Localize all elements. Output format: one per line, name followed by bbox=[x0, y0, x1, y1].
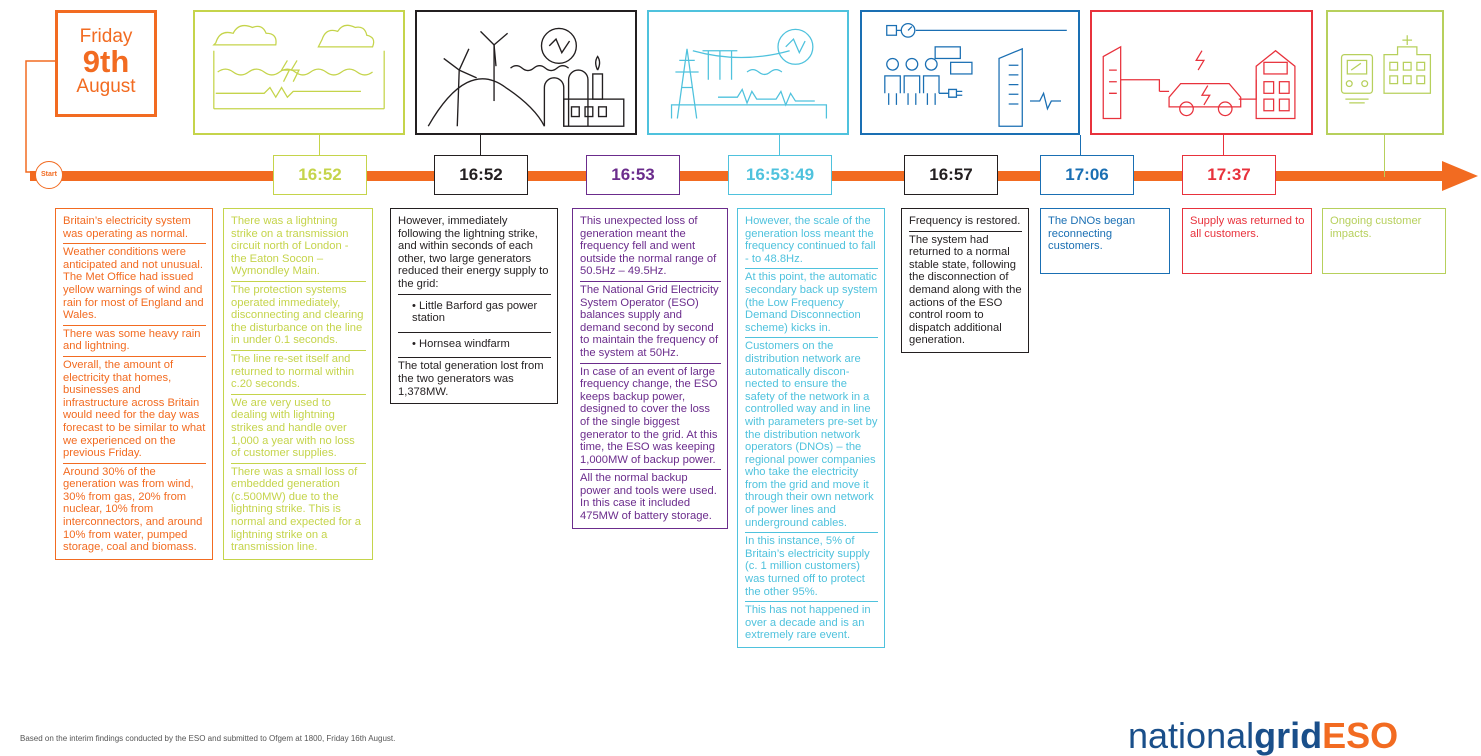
date-card: Friday 9th August bbox=[55, 10, 157, 117]
train-hospital-icon bbox=[1340, 35, 1432, 104]
storm-lightning-icon bbox=[212, 24, 385, 110]
col1-para: We are very used to dealing with lightni… bbox=[231, 395, 366, 464]
col6-para: The DNOs began reconnecting customers. bbox=[1048, 215, 1136, 253]
col7-para: Supply was returned to all customers. bbox=[1190, 215, 1305, 240]
col5-para: The system had returned to a normal stab… bbox=[909, 233, 1022, 347]
connector-green bbox=[1384, 135, 1385, 177]
start-marker: Start bbox=[35, 161, 63, 189]
column-lightning-strike: There was a lightning strike on a transm… bbox=[223, 208, 373, 560]
col1-para: There was a lightning strike on a transm… bbox=[231, 213, 366, 282]
col2-outro: The total generation lost from the two g… bbox=[398, 360, 544, 398]
time-badge-5: 16:57 bbox=[904, 155, 998, 195]
col3-para: In case of an event of large frequency c… bbox=[580, 364, 721, 471]
col4-para: This has not happened in over a decade a… bbox=[745, 604, 871, 642]
pylons-frequency-icon bbox=[670, 28, 828, 119]
col4-para: Customers on the distribution network ar… bbox=[745, 338, 878, 534]
col5-para: Frequency is restored. bbox=[909, 213, 1022, 232]
column-demand-disconnection: However, the scale of the generation los… bbox=[737, 208, 885, 648]
electric-car-house-icon bbox=[1102, 45, 1296, 120]
column-reconnecting: The DNOs began reconnecting customers. bbox=[1040, 208, 1170, 274]
col2-list-item: Little Barford gas power station bbox=[412, 299, 551, 329]
brand-logo: nationalgridESO bbox=[1128, 716, 1398, 756]
col2-generator-list: Little Barford gas power station bbox=[398, 295, 551, 333]
col2-intro: However, immediately following the light… bbox=[398, 213, 551, 295]
reconnection-panel bbox=[1090, 10, 1313, 135]
time-badge-2: 16:52 bbox=[434, 155, 528, 195]
col2-generator-list: Hornsea windfarm bbox=[398, 333, 551, 359]
col1-para: The line re-set itself and returned to n… bbox=[231, 351, 366, 395]
col4-para: However, the scale of the generation los… bbox=[745, 213, 878, 270]
col4-para: At this point, the automatic secondary b… bbox=[745, 269, 878, 339]
wind-turbines-generator-icon bbox=[427, 27, 625, 127]
time-badge-6: 17:06 bbox=[1040, 155, 1134, 195]
col8-para: Ongoing customer impacts. bbox=[1330, 215, 1422, 240]
logo-eso: ESO bbox=[1322, 715, 1399, 756]
col0-para: There was some heavy rain and lightning. bbox=[63, 326, 206, 357]
impacts-panel bbox=[1326, 10, 1444, 135]
start-connector bbox=[24, 60, 58, 178]
col4-para: In this instance, 5% of Britain’s electr… bbox=[745, 533, 878, 603]
time-badge-3: 16:53 bbox=[586, 155, 680, 195]
column-frequency-restored: Frequency is restored. The system had re… bbox=[901, 208, 1029, 353]
col0-para: Overall, the amount of electricity that … bbox=[63, 357, 206, 464]
col2-list-item: Hornsea windfarm bbox=[412, 337, 551, 355]
column-frequency-fell: This unexpected loss of generation meant… bbox=[572, 208, 728, 529]
col3-para: All the normal backup power and tools we… bbox=[580, 472, 717, 523]
control-room-icon bbox=[884, 22, 1067, 127]
time-badge-7: 17:37 bbox=[1182, 155, 1276, 195]
generators-panel bbox=[415, 10, 637, 135]
col3-para: The National Grid Electricity System Ope… bbox=[580, 282, 721, 364]
pylons-panel bbox=[647, 10, 849, 135]
date-day: Friday bbox=[79, 26, 133, 47]
col1-para: The protection systems operated immediat… bbox=[231, 282, 366, 351]
column-supply-returned: Supply was returned to all customers. bbox=[1182, 208, 1312, 274]
logo-grid: grid bbox=[1254, 715, 1323, 756]
storm-panel bbox=[193, 10, 405, 135]
date-number: 9th bbox=[82, 44, 130, 79]
footnote: Based on the interim findings conducted … bbox=[20, 734, 396, 743]
date-month: August bbox=[76, 76, 136, 97]
control-room-panel bbox=[860, 10, 1080, 135]
time-badge-4: 16:53:49 bbox=[728, 155, 832, 195]
col1-para: There was a small loss of embedded gener… bbox=[231, 465, 361, 554]
start-label: Start bbox=[41, 171, 57, 178]
column-normal-operation: Britain’s electricity system was operati… bbox=[55, 208, 213, 560]
logo-national: national bbox=[1128, 715, 1255, 756]
time-badge-1: 16:52 bbox=[273, 155, 367, 195]
col0-para: Around 30% of the generation was from wi… bbox=[63, 465, 203, 554]
col0-para: Weather conditions were anticipated and … bbox=[63, 244, 206, 326]
col0-para: Britain’s electricity system was operati… bbox=[63, 213, 206, 245]
column-generators-lost: However, immediately following the light… bbox=[390, 208, 558, 405]
col3-para: This unexpected loss of generation meant… bbox=[580, 213, 721, 282]
column-ongoing-impacts: Ongoing customer impacts. bbox=[1322, 208, 1446, 274]
